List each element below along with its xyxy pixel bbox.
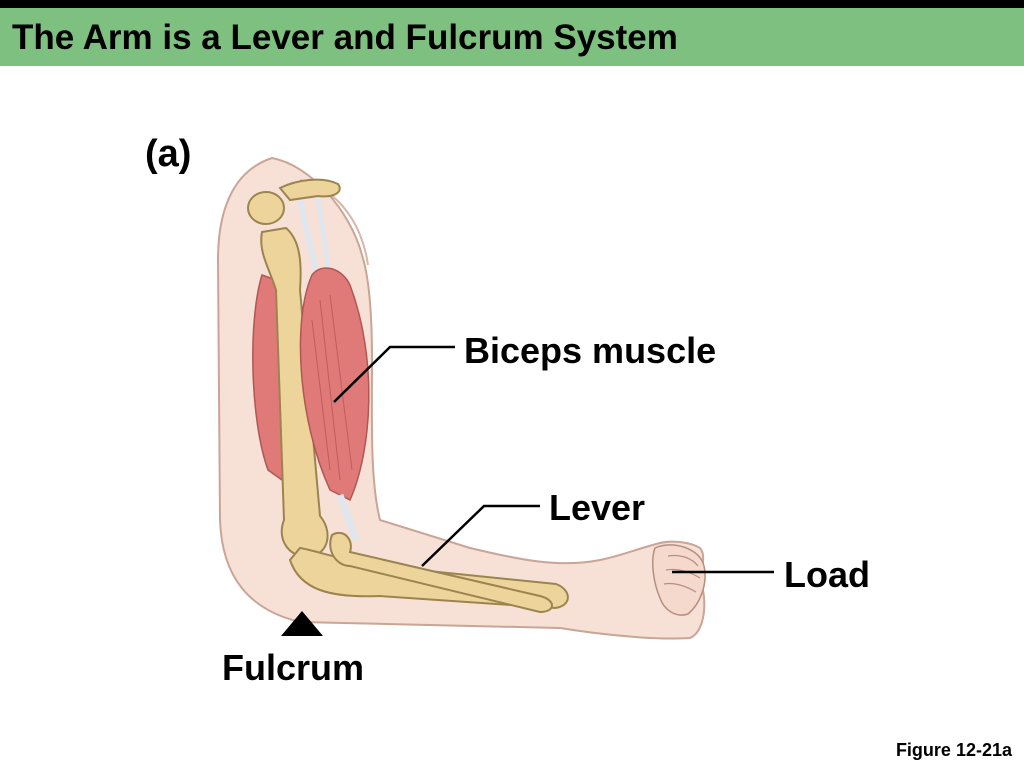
label-load: Load [784,554,870,595]
biceps-leader-line [333,345,455,403]
figure-reference: Figure 12-21a [895,740,1012,760]
fist [652,544,706,616]
biceps-tendon [297,199,321,281]
lever-leader-line [421,504,540,567]
biceps-muscle [299,267,370,502]
biceps-fibers [311,294,353,481]
fulcrum-triangle-icon [281,611,323,636]
label-fulcrum: Fulcrum [222,647,365,688]
humeral-head [247,191,285,225]
scapula-bone [278,178,341,202]
panel-letter: (a) [145,133,192,175]
title-bar: The Arm is a Lever and Fulcrum System [0,8,1024,66]
top-rule [0,0,1024,8]
label-biceps-muscle: Biceps muscle [464,330,717,371]
slide-title: The Arm is a Lever and Fulcrum System [12,18,678,57]
biceps-tendon-2 [315,197,333,281]
label-lever: Lever [549,487,646,528]
radius-bone [329,532,553,614]
biceps-distal-tendon [336,493,360,542]
